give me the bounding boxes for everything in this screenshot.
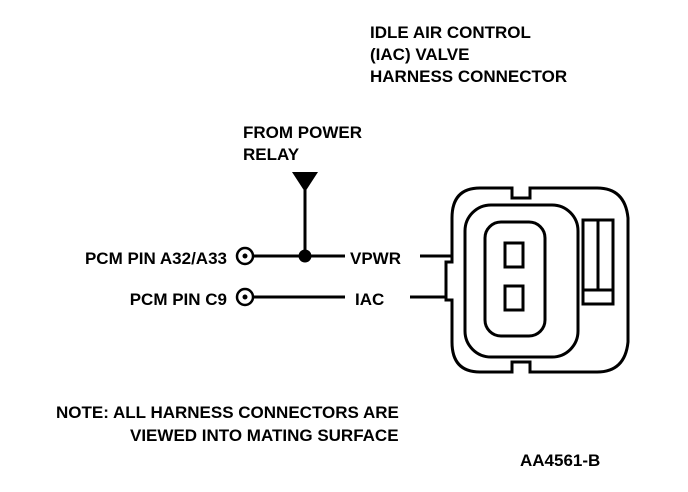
pcm-pin-c9-label: PCM PIN C9 — [130, 290, 227, 309]
connector-pin-2 — [503, 284, 525, 312]
power-relay-label-line-1: FROM POWER — [243, 123, 362, 142]
connector-pin-1 — [503, 241, 525, 269]
title-line-1: IDLE AIR CONTROL — [370, 23, 531, 42]
harness-connector-icon — [444, 186, 630, 374]
figure-id: AA4561-B — [520, 451, 600, 470]
note-line-1: NOTE: ALL HARNESS CONNECTORS ARE — [56, 403, 399, 422]
vpwr-signal-label: VPWR — [350, 249, 401, 268]
power-feed-arrow-icon — [292, 172, 318, 192]
title-line-2: (IAC) VALVE — [370, 45, 469, 64]
power-relay-label-line-2: RELAY — [243, 145, 300, 164]
iac-signal-label: IAC — [355, 290, 384, 309]
pcm-pin-a32-a33-label: PCM PIN A32/A33 — [85, 249, 227, 268]
splice-junction-icon — [298, 249, 312, 263]
title-line-3: HARNESS CONNECTOR — [370, 67, 567, 86]
note-line-2: VIEWED INTO MATING SURFACE — [130, 426, 399, 445]
